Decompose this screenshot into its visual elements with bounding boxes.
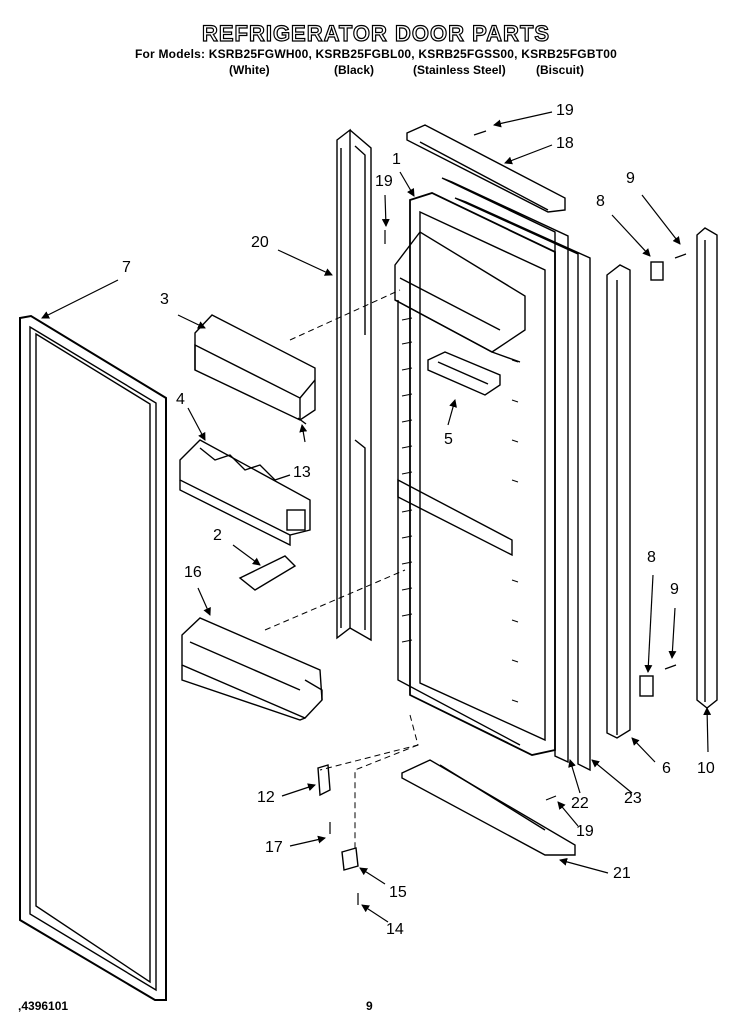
egg-bin-part bbox=[179, 439, 311, 547]
callout-19-bottom: 19 bbox=[576, 823, 594, 840]
document-number: ,4396101 bbox=[18, 999, 69, 1013]
hinge-pin-part bbox=[317, 764, 331, 797]
callout-18: 18 bbox=[556, 135, 574, 152]
callout-6: 6 bbox=[662, 760, 671, 777]
callout-labels: 1 2 3 4 5 6 7 8 8 9 9 10 12 13 14 15 16 … bbox=[122, 102, 715, 938]
callout-20: 20 bbox=[251, 234, 269, 251]
lower-bracket-part bbox=[341, 847, 359, 871]
callout-2: 2 bbox=[213, 527, 222, 544]
callout-9-top: 9 bbox=[626, 170, 635, 187]
callout-12: 12 bbox=[257, 789, 275, 806]
color-stainless: (Stainless Steel) bbox=[413, 63, 506, 77]
callout-19-mid: 19 bbox=[375, 173, 393, 190]
left-trim-part bbox=[336, 128, 372, 642]
callout-14: 14 bbox=[386, 921, 404, 938]
callout-5: 5 bbox=[444, 431, 453, 448]
callout-8-bottom: 8 bbox=[647, 549, 656, 566]
callout-13: 13 bbox=[293, 464, 311, 481]
callout-15: 15 bbox=[389, 884, 407, 901]
liner-shelf-ribs bbox=[401, 317, 519, 703]
screws bbox=[329, 130, 687, 905]
door-bin-part bbox=[181, 617, 323, 721]
callout-21: 21 bbox=[613, 865, 631, 882]
bottom-trim-part bbox=[401, 759, 576, 856]
page-title: REFRIGERATOR DOOR PARTS bbox=[201, 20, 551, 46]
outer-door-panels bbox=[441, 177, 591, 772]
top-trim-part bbox=[406, 124, 566, 213]
callout-9-bottom: 9 bbox=[670, 581, 679, 598]
callout-1: 1 bbox=[392, 151, 401, 168]
screw-13 bbox=[297, 417, 307, 425]
door-gasket-part bbox=[19, 314, 167, 1001]
assembly-lines bbox=[264, 289, 419, 850]
bracket-top bbox=[650, 261, 664, 281]
callout-4: 4 bbox=[176, 391, 185, 408]
callout-23: 23 bbox=[624, 790, 642, 807]
side-trim-6 bbox=[606, 264, 631, 739]
bracket-bottom bbox=[639, 675, 654, 697]
callout-3: 3 bbox=[160, 291, 169, 308]
page-number: 9 bbox=[366, 999, 373, 1013]
small-bin-part bbox=[427, 351, 501, 396]
color-biscuit: (Biscuit) bbox=[536, 63, 584, 77]
callout-10: 10 bbox=[697, 760, 715, 777]
dairy-door-part bbox=[194, 314, 316, 421]
callout-16: 16 bbox=[184, 564, 202, 581]
callout-8-top: 8 bbox=[596, 193, 605, 210]
callout-19-top: 19 bbox=[556, 102, 574, 119]
callout-7: 7 bbox=[122, 259, 131, 276]
models-line: For Models: KSRB25FGWH00, KSRB25FGBL00, … bbox=[135, 47, 617, 61]
clip-part bbox=[238, 555, 297, 591]
leader-lines bbox=[41, 111, 712, 923]
color-black: (Black) bbox=[334, 63, 375, 77]
color-white: (White) bbox=[229, 63, 270, 77]
callout-17: 17 bbox=[265, 839, 283, 856]
door-liner-part bbox=[394, 192, 556, 756]
callout-22: 22 bbox=[571, 795, 589, 812]
side-trim-10 bbox=[696, 227, 718, 709]
